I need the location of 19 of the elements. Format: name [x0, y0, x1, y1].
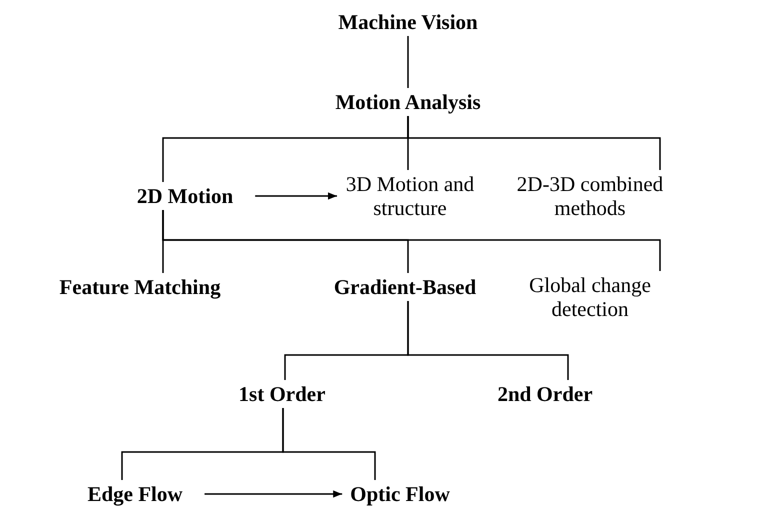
connector-line [282, 408, 376, 480]
connector-line [407, 116, 661, 170]
node-label: Global change detection [515, 273, 665, 321]
node-label: Gradient-Based [334, 275, 476, 299]
connector-line [162, 210, 661, 271]
arrow [204, 490, 342, 498]
connector-line [407, 301, 569, 380]
arrow [255, 192, 337, 200]
node-label: Feature Matching [59, 275, 221, 299]
node-label: 1st Order [238, 382, 326, 406]
node-label: 2D Motion [136, 184, 234, 208]
node-label: 3D Motion and structure [345, 172, 475, 220]
node-label: Edge Flow [87, 482, 183, 506]
node-label: 2D-3D combined methods [508, 172, 672, 220]
node-label: Optic Flow [350, 482, 450, 506]
connector-line [407, 36, 409, 88]
node-label: Motion Analysis [335, 90, 481, 114]
node-label: Machine Vision [338, 10, 478, 34]
node-label: 2nd Order [497, 382, 593, 406]
